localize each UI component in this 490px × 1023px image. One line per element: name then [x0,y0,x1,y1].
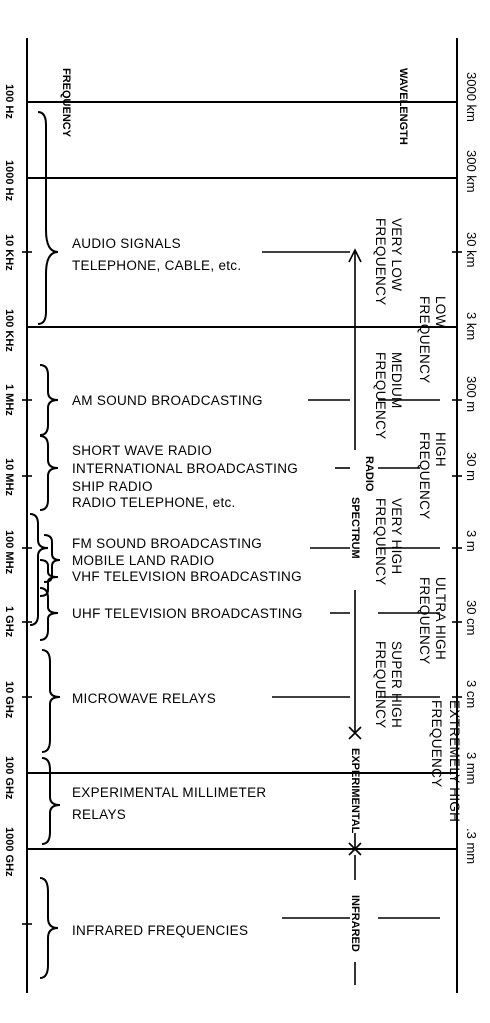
band-vhf-line1: VERY HIGH [389,498,404,574]
frequency-tick-labels: 100 Hz 1000 Hz 10 KHz 100 KHz 1 MHz 10 M… [3,84,15,877]
band-lf-line1: LOW [433,296,448,328]
band-lf-line2: FREQUENCY [417,296,432,383]
band-ehf-line1: EXTREMELY HIGH [447,700,462,822]
band-shf-line2: FREQUENCY [373,641,388,728]
spectrum-radio-label: RADIO [363,456,375,492]
experimental-cross-bottom [348,842,362,856]
app-uhf-tv: UHF TELEVISION BROADCASTING [72,606,303,621]
wl-label-3000km: 3000 km [464,72,479,122]
app-telephone-cable: TELEPHONE, CABLE, etc. [72,258,241,273]
band-vlf-line1: VERY LOW [389,218,404,291]
freq-label-10ghz: 10 GHz [3,681,15,719]
wavelength-axis-title: WAVELENGTH [397,68,409,145]
wl-label-300m: 300 m [464,376,479,412]
wl-label-300km: 300 km [464,150,479,193]
app-fm-broadcasting: FM SOUND BROADCASTING [72,536,262,551]
app-audio-signals: AUDIO SIGNALS [72,236,181,251]
freq-label-10mhz: 10 MHz [3,458,15,496]
app-infrared: INFRARED FREQUENCIES [72,923,248,938]
brace-infrared [39,877,59,979]
brace-millimeter [41,757,61,845]
wl-label-30cm: 30 cm [464,600,479,635]
band-uhf-line2: FREQUENCY [417,577,432,664]
freq-label-10khz: 10 KHz [3,234,15,271]
wl-label-3mm: 3 mm [464,752,479,785]
freq-label-1ghz: 1 GHz [3,606,15,638]
app-international: INTERNATIONAL BROADCASTING [72,461,298,476]
app-experimental-millimeter: EXPERIMENTAL MILLIMETER [72,785,266,800]
brace-audio [37,111,59,325]
brace-vhf [39,559,59,597]
freq-label-1000ghz: 1000 GHz [3,827,15,877]
app-microwave-relays: MICROWAVE RELAYS [72,691,216,706]
band-ehf-line2: FREQUENCY [429,700,444,787]
brace-uhf [39,587,59,641]
band-shf-line1: SUPER HIGH [389,641,404,728]
wl-label-30km: 30 km [464,232,479,267]
band-hf-line2: FREQUENCY [417,432,432,519]
spectrum-labels: RADIO SPECTRUM EXPERIMENTAL INFRARED [349,456,375,952]
app-radio-telephone: RADIO TELEPHONE, etc. [72,495,236,510]
spectrum-experimental-label: EXPERIMENTAL [349,748,361,834]
app-mobile-land-radio: MOBILE LAND RADIO [72,553,214,568]
app-ship-radio: SHIP RADIO [72,479,153,494]
radio-spectrum-cross-bottom [348,726,362,740]
band-mf-line1: MEDIUM [389,352,404,409]
freq-label-1mhz: 1 MHz [3,384,15,416]
band-labels: VERY LOW FREQUENCY LOW FREQUENCY MEDIUM … [373,218,462,822]
wl-label-3km: 3 km [464,312,479,340]
band-hf-line1: HIGH [433,432,448,467]
frequency-axis-title: FREQUENCY [60,68,72,138]
band-mf-line2: FREQUENCY [373,352,388,439]
app-am-broadcasting: AM SOUND BROADCASTING [72,393,263,408]
wl-label-3cm: 3 cm [464,680,479,708]
freq-label-100hz: 100 Hz [3,84,15,119]
wavelength-tick-labels: 3000 km 300 km 30 km 3 km 300 m 30 m 3 m… [464,72,479,864]
freq-label-100ghz: 100 GHz [3,756,15,800]
brace-microwave [41,649,61,753]
radio-spectrum-arrow-top [348,248,362,263]
band-vlf-line2: FREQUENCY [373,218,388,305]
freq-label-100mhz: 100 MHz [3,530,15,575]
freq-label-100khz: 100 KHz [3,309,15,352]
brace-shortwave [39,435,59,511]
spectrum-infrared-label: INFRARED [349,895,361,952]
brace-am [39,364,59,436]
application-labels: AUDIO SIGNALS TELEPHONE, CABLE, etc. AM … [72,236,303,938]
band-vhf-line2: FREQUENCY [373,498,388,585]
app-relays: RELAYS [72,807,126,822]
wl-label-30m: 30 m [464,452,479,481]
app-short-wave: SHORT WAVE RADIO [72,443,212,458]
brace-mobile [43,534,61,583]
spectrum-spectrum-label: SPECTRUM [349,497,361,559]
wl-label-3m: 3 m [464,530,479,552]
brace-fm [29,513,49,626]
band-uhf-line1: ULTRA HIGH [433,577,448,660]
freq-label-1000hz: 1000 Hz [3,160,15,201]
wl-label-03mm: .3 mm [464,828,479,864]
app-vhf-tv: VHF TELEVISION BROADCASTING [72,569,302,584]
